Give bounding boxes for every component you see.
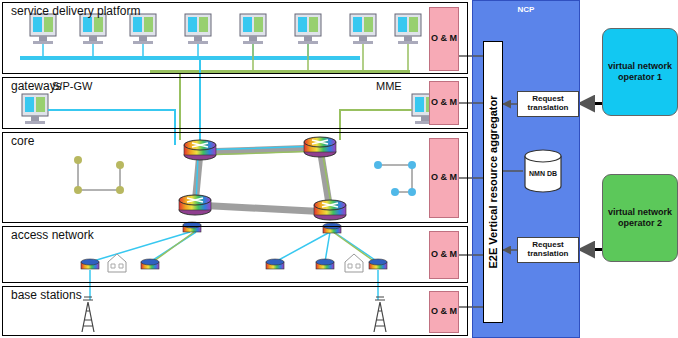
layer-band: service delivery platform O & M bbox=[2, 2, 468, 74]
connector bbox=[459, 55, 483, 57]
node-text: virtual network operator 2 bbox=[603, 207, 677, 230]
node-text: core bbox=[11, 134, 34, 148]
node-text: Request translation bbox=[518, 95, 578, 113]
layer-band: core O & M bbox=[2, 132, 468, 223]
translation-box: Request translation bbox=[517, 237, 579, 263]
node-text: access network bbox=[11, 228, 94, 242]
connector bbox=[459, 177, 483, 179]
element-label: S/P-GW bbox=[52, 80, 92, 92]
aggregator-box: E2E Vertical resource aggregator bbox=[483, 41, 503, 323]
node-text: Request translation bbox=[518, 241, 578, 259]
om-box: O & M bbox=[429, 231, 459, 279]
om-box: O & M bbox=[429, 7, 459, 71]
layer-band: access network O & M bbox=[2, 226, 468, 283]
connector bbox=[459, 306, 483, 308]
layer-band: base stations O & M bbox=[2, 286, 468, 336]
connector bbox=[503, 170, 523, 172]
connector bbox=[579, 102, 602, 105]
node-text: O & M bbox=[431, 172, 457, 184]
om-box: O & M bbox=[429, 291, 459, 333]
node-text: base stations bbox=[11, 288, 82, 302]
connector bbox=[459, 102, 483, 104]
operator-box: virtual network operator 2 bbox=[602, 174, 678, 262]
node-text: O & M bbox=[431, 306, 457, 318]
element-label: MME bbox=[376, 80, 402, 92]
node-text: O & M bbox=[431, 97, 457, 109]
node-text: virtual network operator 1 bbox=[603, 61, 677, 84]
node-text: O & M bbox=[431, 33, 457, 45]
node-text: service delivery platform bbox=[11, 4, 140, 18]
connector bbox=[503, 103, 517, 105]
node-text: NCP bbox=[473, 5, 579, 14]
om-box: O & M bbox=[429, 138, 459, 218]
connector bbox=[459, 254, 483, 256]
om-box: O & M bbox=[429, 81, 459, 125]
translation-box: Request translation bbox=[517, 91, 579, 117]
ncp-panel: NCPE2E Vertical resource aggregatorReque… bbox=[472, 0, 580, 338]
node-text: E2E Vertical resource aggregator bbox=[487, 95, 499, 268]
connector bbox=[579, 248, 602, 251]
node-text: NMN DB bbox=[529, 164, 557, 178]
operator-box: virtual network operator 1 bbox=[602, 28, 678, 116]
database-cylinder: NMN DB bbox=[523, 149, 563, 193]
node-text: O & M bbox=[431, 249, 457, 261]
connector bbox=[503, 249, 517, 251]
